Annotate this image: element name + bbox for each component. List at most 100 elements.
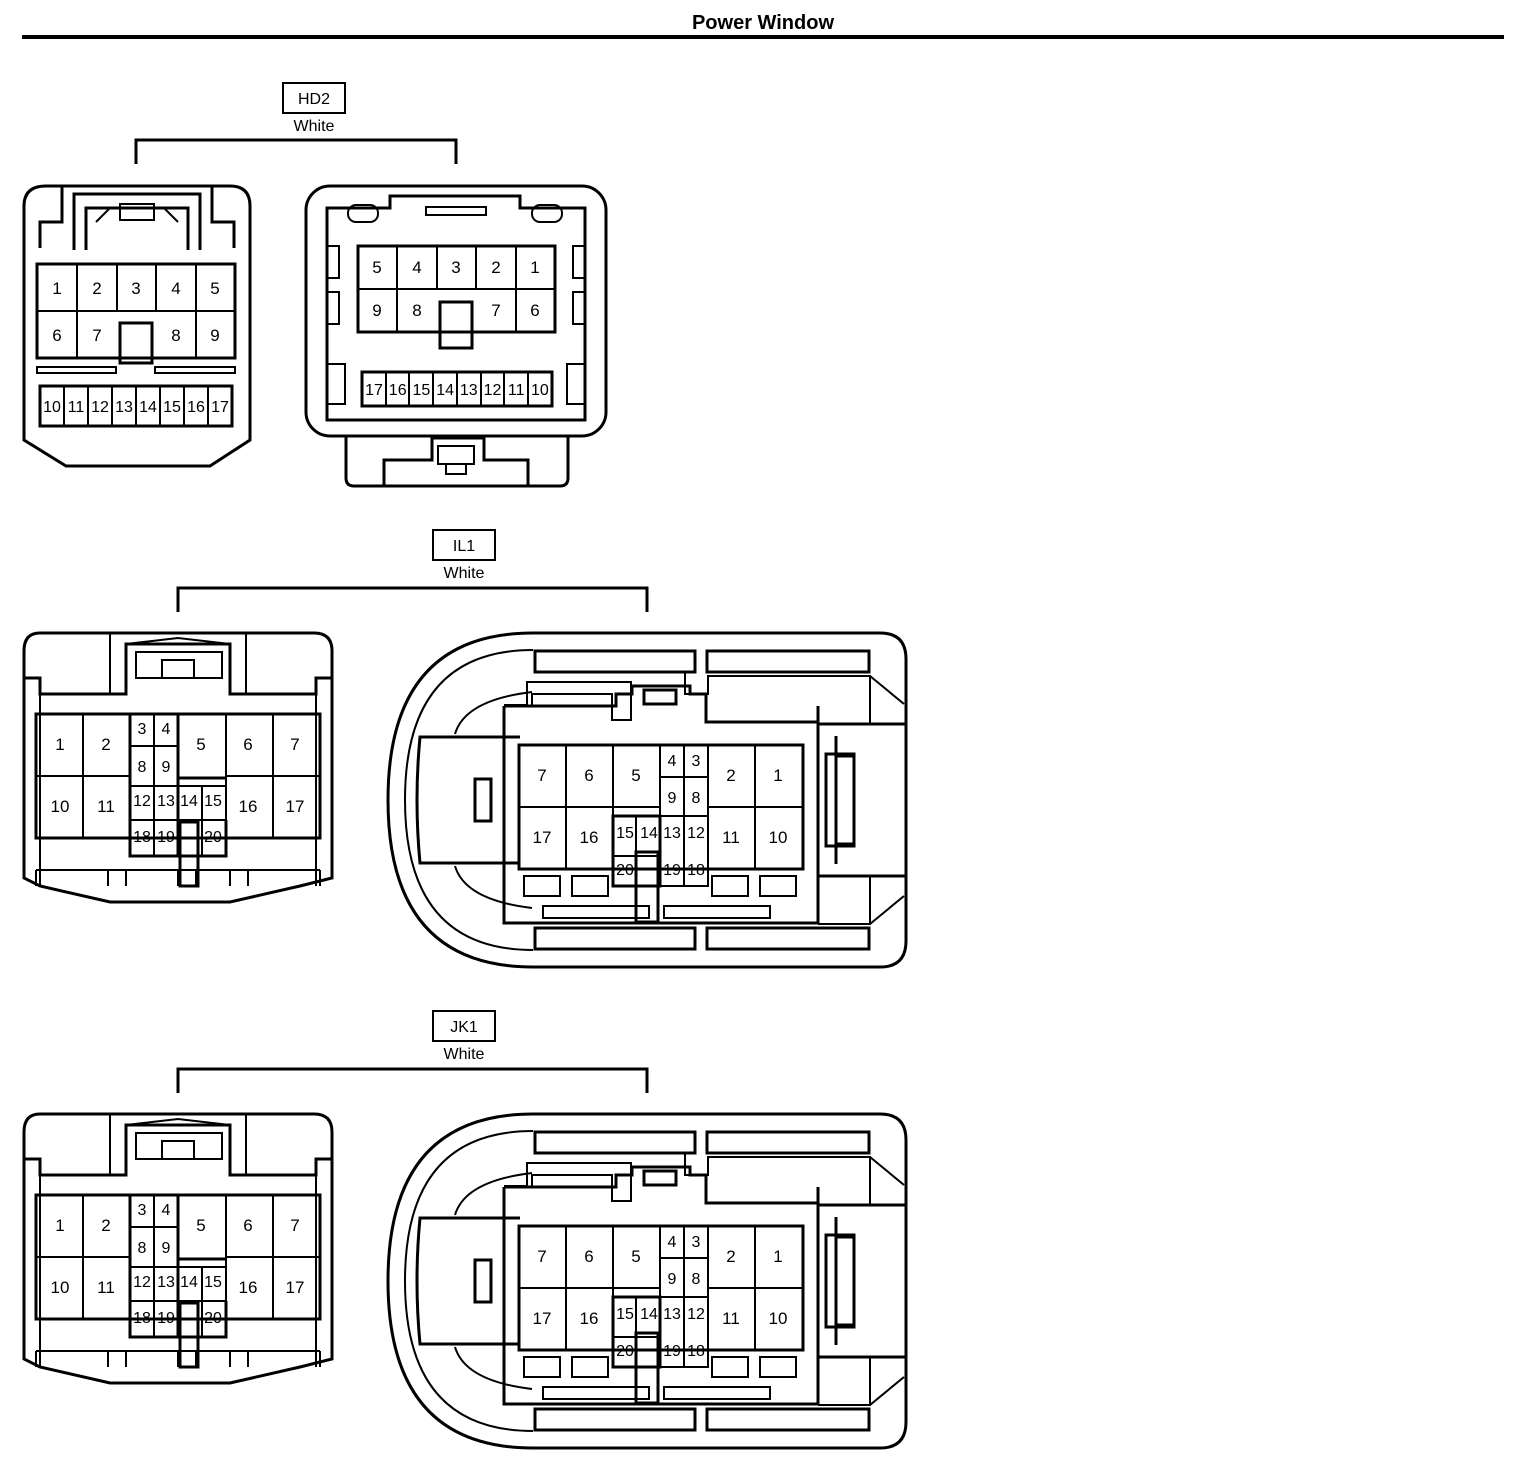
latch-top xyxy=(818,1156,906,1206)
pin-label: 14 xyxy=(180,1274,198,1291)
lower-block xyxy=(176,1301,228,1339)
side-rib xyxy=(326,245,340,279)
top-rib xyxy=(533,1130,697,1155)
housing xyxy=(22,631,334,904)
latch-tab xyxy=(161,1140,195,1160)
pin-label: 7 xyxy=(491,301,500,320)
pin-label: 4 xyxy=(171,279,180,298)
latch-rails xyxy=(109,633,247,694)
pin-label: 2 xyxy=(101,735,110,754)
pin-label: 3 xyxy=(692,1234,701,1251)
pin-label: 10 xyxy=(51,797,70,816)
pin-label: 12 xyxy=(133,1274,151,1291)
pair-bracket xyxy=(176,586,649,612)
pin-label: 1 xyxy=(530,258,539,277)
key-slot xyxy=(634,1331,660,1405)
latch-frame xyxy=(72,192,202,250)
pin-label: 1 xyxy=(55,735,64,754)
pin-label: 8 xyxy=(412,301,421,320)
pin-label: 14 xyxy=(436,382,454,399)
pin-label: 16 xyxy=(580,828,599,847)
arc-shoulders xyxy=(454,691,533,909)
inner-wall xyxy=(325,194,587,422)
pin-label: 20 xyxy=(204,1310,222,1327)
housing xyxy=(304,184,608,438)
top-ledge xyxy=(24,642,332,696)
pin-label: 13 xyxy=(157,1274,175,1291)
cavity-grid xyxy=(519,1226,803,1350)
pin-label: 4 xyxy=(162,721,171,738)
latch-frame xyxy=(135,651,223,679)
pin-label: 18 xyxy=(687,1343,705,1360)
side-rib xyxy=(566,363,586,405)
latch-wedges xyxy=(95,207,179,223)
side-rib xyxy=(572,291,586,325)
pin-label: 11 xyxy=(68,399,85,416)
tongue xyxy=(415,735,520,865)
connector-id-box xyxy=(432,529,496,561)
small-block xyxy=(611,814,662,888)
pin-label: 2 xyxy=(101,1216,110,1235)
pin-label: 17 xyxy=(286,797,305,816)
pin-label: 18 xyxy=(133,829,151,846)
pin-label: 14 xyxy=(640,1306,658,1323)
top-frame-left xyxy=(504,1162,632,1202)
pin-label: 14 xyxy=(139,399,157,416)
pin-label: 5 xyxy=(196,735,205,754)
lower-block xyxy=(176,820,228,858)
connector-id-box xyxy=(282,82,346,114)
top-rib xyxy=(533,649,697,674)
pin-label: 19 xyxy=(663,1343,681,1360)
pin-label: 10 xyxy=(769,1309,788,1328)
latch-handle xyxy=(824,1233,856,1329)
pad xyxy=(571,875,609,897)
latch-tab xyxy=(161,659,195,679)
latch-arch xyxy=(125,636,231,645)
latch-lever xyxy=(382,436,530,486)
connector-id-box xyxy=(432,1010,496,1042)
pin-label: 5 xyxy=(372,258,381,277)
top-frame-right xyxy=(684,672,818,695)
pin-label: 15 xyxy=(163,399,181,416)
pair-bracket xyxy=(176,1067,649,1093)
pin-label: 4 xyxy=(668,1234,677,1251)
pin-label: 10 xyxy=(51,1278,70,1297)
pin-label: 17 xyxy=(211,399,229,416)
small-pin-grid xyxy=(385,372,529,406)
bottom-ribs xyxy=(35,1350,321,1367)
key-slot xyxy=(178,820,200,888)
latch-rails xyxy=(109,1114,247,1175)
pin-label: 14 xyxy=(640,825,658,842)
bottom-rib xyxy=(533,926,697,951)
key-slot xyxy=(118,321,154,365)
top-rib xyxy=(705,649,871,674)
key-slot xyxy=(438,300,474,350)
latch-lever xyxy=(816,722,908,878)
pin-label: 1 xyxy=(55,1216,64,1235)
small-pin-grid xyxy=(63,386,209,426)
pin-label: 14 xyxy=(180,793,198,810)
pin-label: 15 xyxy=(413,382,431,399)
pin-label: 3 xyxy=(692,753,701,770)
pin-label: 19 xyxy=(157,1310,175,1327)
pin-label: 12 xyxy=(687,1306,705,1323)
pin-label: 15 xyxy=(616,825,634,842)
pin-label: 4 xyxy=(162,1202,171,1219)
cavity-grid xyxy=(519,745,803,869)
pin-label: 17 xyxy=(533,828,552,847)
pin-label: 2 xyxy=(92,279,101,298)
pin-label: 3 xyxy=(131,279,140,298)
pin-label: 1 xyxy=(773,1247,782,1266)
pin-label: 12 xyxy=(687,825,705,842)
arc-shoulders xyxy=(454,1172,533,1390)
connector-color: White xyxy=(294,118,335,135)
pin-label: 5 xyxy=(210,279,219,298)
page-title: Power Window xyxy=(692,12,834,34)
foot-rib xyxy=(663,905,771,919)
pin-label: 3 xyxy=(138,1202,147,1219)
